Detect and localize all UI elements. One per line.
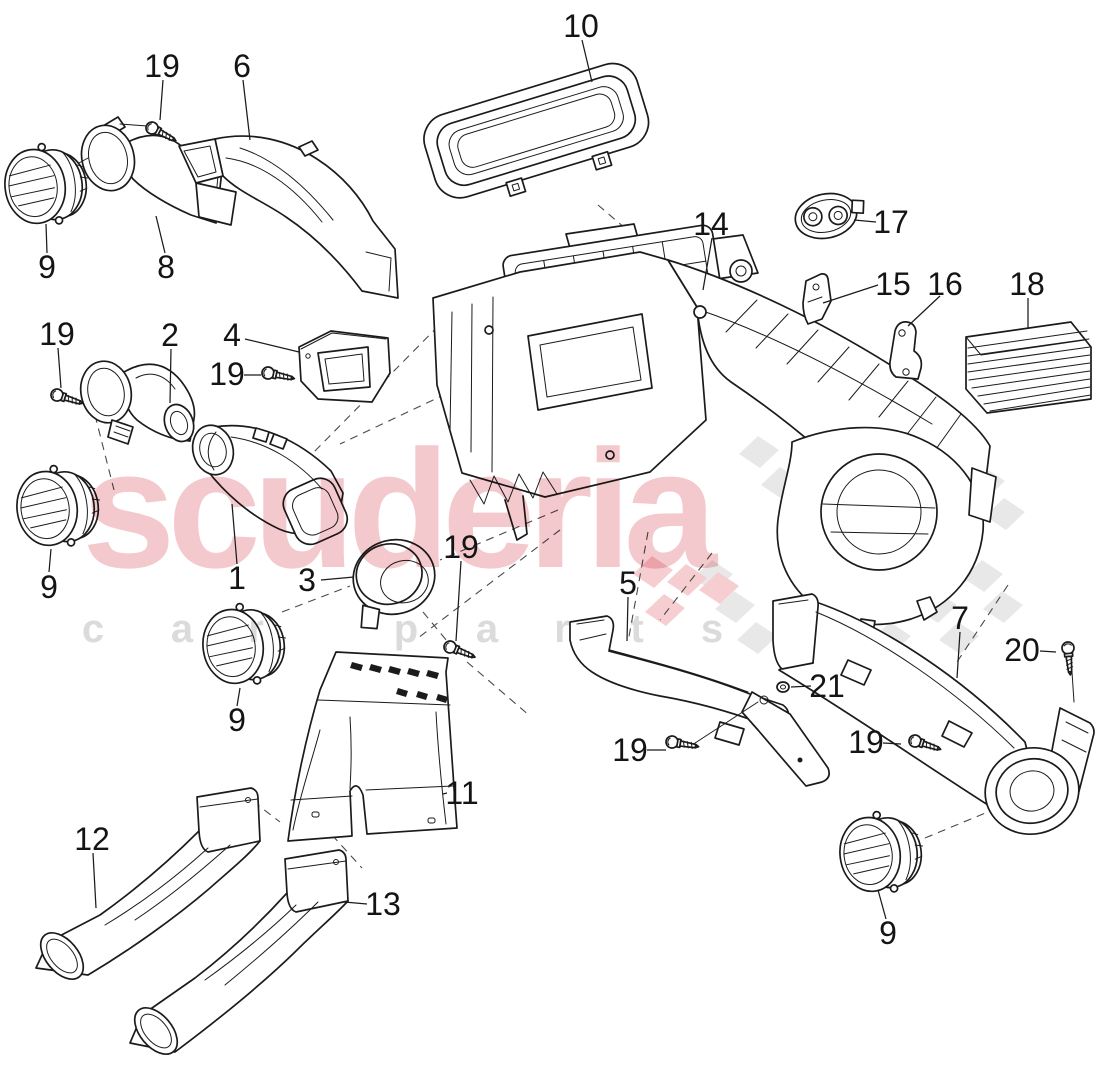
callout-label-17: 17 (873, 204, 909, 240)
tagline-letter: a (171, 607, 194, 651)
tagline-letter: p (394, 607, 418, 651)
callout-label-6: 6 (233, 48, 251, 84)
tagline-letter: s (701, 607, 723, 651)
callout-label-13: 13 (365, 886, 401, 922)
callout-label-9: 9 (879, 915, 897, 951)
callout-leader (853, 219, 877, 223)
part-20-screw (1060, 640, 1078, 677)
callout-label-10: 10 (563, 8, 599, 44)
tagline-letter: t (630, 607, 643, 651)
part-7-long-duct (772, 593, 1095, 836)
callout-leader (242, 79, 251, 141)
callout-label-19: 19 (39, 316, 75, 352)
part-17-grommet (794, 192, 865, 240)
callout-leader (442, 792, 448, 795)
part-9-vent-bottom-right (833, 805, 930, 900)
callout-label-21: 21 (809, 668, 845, 704)
part-12-floor-duct (35, 787, 261, 980)
tagline-letter: c (82, 607, 104, 651)
callout-leader (1039, 650, 1057, 653)
part-4-vent-housing (298, 330, 391, 403)
callout-label-20: 20 (1004, 632, 1040, 668)
callout-leader (907, 295, 941, 327)
callout-label-19: 19 (209, 356, 245, 392)
callout-label-4: 4 (223, 317, 241, 353)
callout-label-19: 19 (848, 724, 884, 760)
callout-leader (45, 223, 48, 254)
part-15-bracket (802, 273, 832, 325)
part-3-collar (352, 538, 436, 630)
part-19-screw-mid (260, 365, 297, 386)
callout-label-5: 5 (619, 565, 637, 601)
callout-leader (877, 889, 887, 920)
callout-label-9: 9 (38, 249, 56, 285)
part-19-screw-bottom-center (664, 734, 701, 754)
callout-leader (159, 79, 164, 121)
part-10-defroster-frame (423, 62, 650, 199)
callout-label-19: 19 (443, 529, 479, 565)
brand-watermark: scuderia (82, 415, 719, 603)
callout-leader (956, 631, 961, 679)
tagline-letter: r (554, 607, 570, 651)
callout-leader (231, 503, 238, 565)
callout-leader (790, 685, 812, 688)
watermark: scuderia c a r p a r t s (82, 415, 727, 651)
part-6-duct (178, 135, 399, 299)
part-14-heater-unit (432, 223, 997, 641)
callout-leader (343, 901, 368, 905)
callout-label-11: 11 (445, 775, 478, 811)
callout-leader (236, 687, 241, 707)
callout-label-2: 2 (161, 317, 179, 353)
callout-leader (455, 560, 462, 642)
callout-label-19: 19 (144, 48, 180, 84)
tagline-letter: a (476, 607, 499, 651)
watermark-tagline: c a r p a r t s (82, 607, 723, 651)
callout-leader (244, 338, 300, 353)
part-9-vent-top-left (0, 137, 95, 232)
part-1-center-duct (191, 424, 349, 546)
callout-leader (702, 237, 713, 291)
callout-label-7: 7 (951, 600, 969, 636)
callout-label-16: 16 (927, 266, 963, 302)
callout-leader (48, 548, 52, 573)
part-2-elbow-duct (79, 360, 196, 445)
part-18-filter (965, 321, 1092, 414)
part-11-y-duct (287, 651, 458, 842)
callout-leader (155, 215, 166, 254)
callout-label-8: 8 (157, 249, 175, 285)
part-19-screw-left (48, 386, 86, 410)
callout-leader (822, 284, 879, 304)
callout-leader (57, 347, 62, 389)
callout-label-18: 18 (1009, 266, 1045, 302)
part-9-vent-bottom-center (196, 597, 293, 692)
callout-leader (169, 348, 172, 404)
callout-leader (626, 596, 629, 642)
callout-leader (581, 39, 593, 83)
callout-label-14: 14 (693, 206, 729, 242)
part-13-floor-duct (129, 849, 349, 1055)
callout-label-12: 12 (74, 821, 110, 857)
parts-lineart (0, 62, 1095, 1055)
callout-label-3: 3 (298, 562, 316, 598)
part-5-lower-duct (569, 615, 830, 787)
callout-label-19: 19 (612, 732, 648, 768)
callout-label-1: 1 (228, 560, 246, 596)
part-16-bracket (889, 321, 923, 380)
callout-label-9: 9 (40, 569, 58, 605)
callout-leader (320, 576, 355, 581)
part-21-washer (776, 681, 790, 693)
callout-label-9: 9 (228, 702, 246, 738)
callout-leader (92, 852, 97, 909)
callout-leader (882, 742, 902, 745)
callout-label-15: 15 (875, 266, 911, 302)
tagline-letter: r (248, 607, 264, 651)
